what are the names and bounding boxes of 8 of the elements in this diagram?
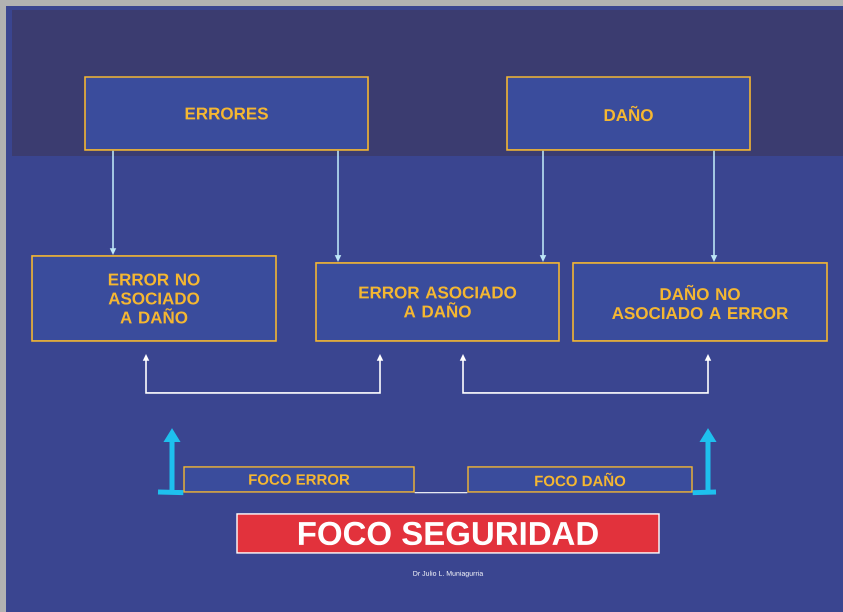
category-box: ERROR ASOCIADO A DAÑO	[315, 262, 560, 342]
category-box: ERROR NO ASOCIADO A DAÑO	[31, 255, 277, 342]
focus-box: FOCO DAÑO	[467, 466, 693, 493]
category-box: DAÑO	[506, 76, 751, 151]
category-box: DAÑO NO ASOCIADO A ERROR	[572, 262, 828, 342]
category-box: ERRORES	[84, 76, 369, 151]
focus-box: FOCO ERROR	[183, 466, 415, 493]
title-banner: FOCO SEGURIDAD	[236, 513, 660, 554]
